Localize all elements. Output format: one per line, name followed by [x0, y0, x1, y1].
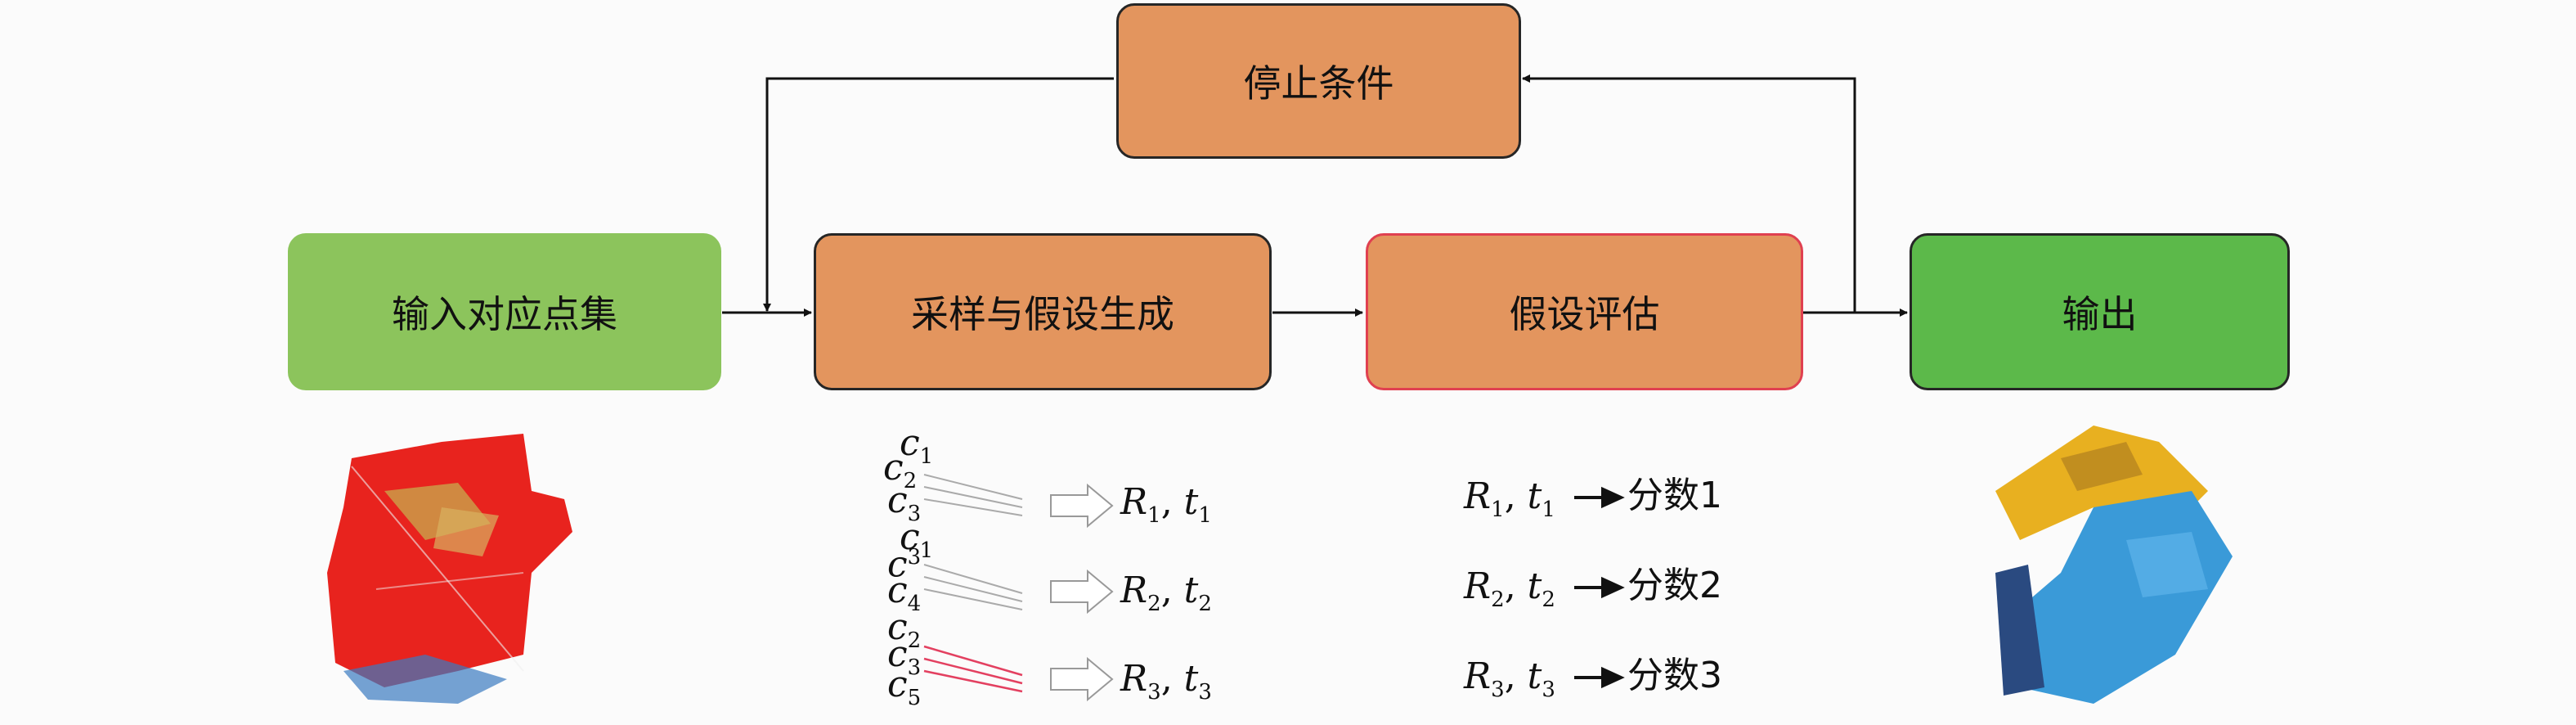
score-row-3-value: 分数3: [1627, 655, 1722, 696]
input-correspondences-label: 输入对应点集: [392, 292, 617, 336]
sample1-hypothesis: R1, t1: [1120, 481, 1212, 528]
arrow-evaluation-to-stop: [1522, 74, 1856, 313]
score-row-3-hypothesis: R3, t3: [1464, 655, 1555, 702]
score-row-1-value: 分数1: [1627, 475, 1722, 516]
hollow-arrows: [1050, 483, 1114, 702]
sampling-hypothesis-label: 采样与假设生成: [911, 292, 1174, 336]
input-correspondences-box: 输入对应点集: [288, 233, 721, 390]
output-label: 输出: [2062, 292, 2138, 336]
sample1-c-a: c1: [900, 422, 934, 469]
sampling-hypothesis-box: 采样与假设生成: [814, 233, 1272, 390]
sample2-hypothesis: R2, t2: [1120, 570, 1212, 616]
score-row-2-hypothesis: R2, t2: [1464, 565, 1555, 612]
sample1-c-b: c2: [883, 447, 918, 493]
sample3-hypothesis: R3, t3: [1120, 658, 1212, 705]
sample3-c-a: c2: [887, 606, 922, 653]
output-point-cloud-image: [1995, 426, 2233, 704]
score-row-1-hypothesis: R1, t1: [1464, 475, 1555, 522]
arrow-stop-to-sampling: [763, 77, 1114, 312]
input-point-cloud-image: [327, 434, 572, 704]
sample2-c-b: c3: [887, 543, 922, 586]
sample3-c-c: c5: [887, 664, 922, 710]
output-box: 输出: [1910, 233, 2290, 390]
sample2-c-c: c4: [887, 570, 922, 616]
sample2-c-a: c1: [900, 516, 934, 563]
stop-condition-label: 停止条件: [1243, 61, 1394, 106]
sample3-c-b: c3: [887, 633, 922, 680]
sample1-c-c: c3: [887, 480, 922, 526]
stop-condition-box: 停止条件: [1116, 3, 1521, 159]
hypothesis-evaluation-label: 假设评估: [1509, 292, 1660, 336]
score-row-2-value: 分数2: [1627, 565, 1722, 606]
sample-lines: [923, 474, 1023, 693]
score-arrows: [1574, 486, 1625, 689]
hypothesis-evaluation-box: 假设评估: [1366, 233, 1803, 390]
